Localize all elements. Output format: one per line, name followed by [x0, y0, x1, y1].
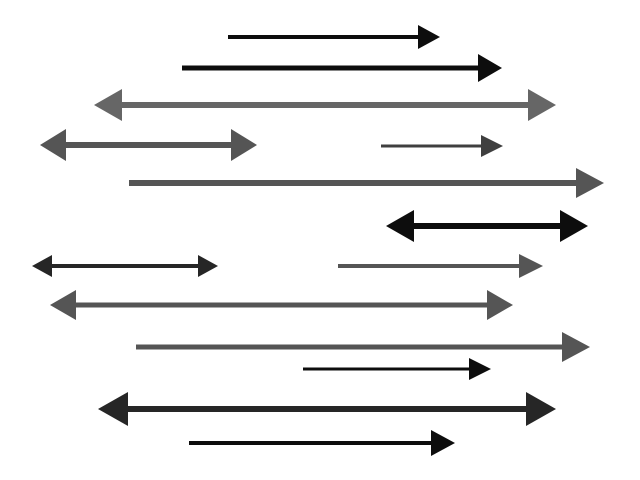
arrow-shaft: [126, 406, 528, 412]
arrow-shaft: [64, 142, 233, 148]
double-headed-arrow: [32, 255, 218, 277]
arrow-shaft: [228, 35, 420, 39]
arrow-shaft: [412, 223, 562, 229]
arrowhead-right: [562, 332, 590, 362]
single-headed-arrow: [182, 54, 502, 82]
arrowhead-right: [231, 129, 257, 161]
arrowhead-right: [528, 89, 556, 121]
arrow-group: [32, 25, 604, 456]
double-headed-arrow: [40, 129, 257, 161]
arrowhead-right: [526, 392, 556, 426]
arrow-shaft: [136, 344, 564, 350]
single-headed-arrow: [303, 358, 491, 380]
arrowhead-right: [519, 254, 543, 278]
single-headed-arrow: [136, 332, 590, 362]
arrowhead-right: [478, 54, 502, 82]
arrowhead-right: [418, 25, 440, 49]
arrowhead-right: [431, 430, 455, 456]
arrowhead-left: [98, 392, 128, 426]
arrowhead-left: [32, 255, 52, 277]
double-headed-arrow: [386, 210, 588, 242]
arrow-shaft: [120, 102, 530, 108]
arrowhead-left: [386, 210, 414, 242]
single-headed-arrow: [189, 430, 455, 456]
single-headed-arrow: [381, 135, 503, 157]
double-headed-arrow: [98, 392, 556, 426]
arrow-shaft: [338, 264, 521, 268]
double-headed-arrow: [94, 89, 556, 121]
arrow-shaft: [50, 264, 200, 268]
arrowhead-right: [469, 358, 491, 380]
arrow-shaft: [303, 367, 471, 371]
arrowhead-right: [487, 290, 513, 320]
single-headed-arrow: [129, 168, 604, 198]
single-headed-arrow: [228, 25, 440, 49]
arrow-shaft: [182, 65, 480, 71]
arrowhead-left: [40, 129, 66, 161]
arrowhead-right: [576, 168, 604, 198]
arrowhead-left: [50, 290, 76, 320]
single-headed-arrow: [338, 254, 543, 278]
arrowhead-right: [560, 210, 588, 242]
arrow-shaft: [74, 302, 489, 308]
double-headed-arrow: [50, 290, 513, 320]
arrow-shaft: [129, 180, 578, 186]
arrowhead-right: [198, 255, 218, 277]
arrowhead-left: [94, 89, 122, 121]
arrow-shaft: [381, 144, 483, 148]
arrowhead-right: [481, 135, 503, 157]
arrow-shaft: [189, 441, 433, 445]
